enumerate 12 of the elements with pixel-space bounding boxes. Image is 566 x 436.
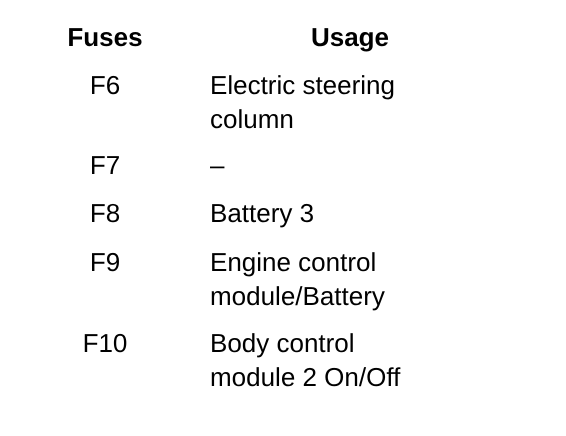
fuse-number: F8 [88, 197, 122, 230]
column-header: Usage [310, 21, 390, 54]
usage-text: Electric steering column [210, 69, 396, 136]
fuse-number: F7 [88, 149, 122, 182]
fuse-number: F6 [88, 69, 122, 102]
usage-text: Body control module 2 On/Off [210, 327, 402, 394]
column-header: Fuses [66, 21, 144, 54]
usage-text: Engine control module/Battery [210, 246, 386, 313]
usage-text: Battery 3 [210, 197, 316, 230]
usage-text: – [210, 149, 226, 182]
fuse-number: F9 [88, 246, 122, 279]
fuse-number: F10 [82, 327, 128, 360]
